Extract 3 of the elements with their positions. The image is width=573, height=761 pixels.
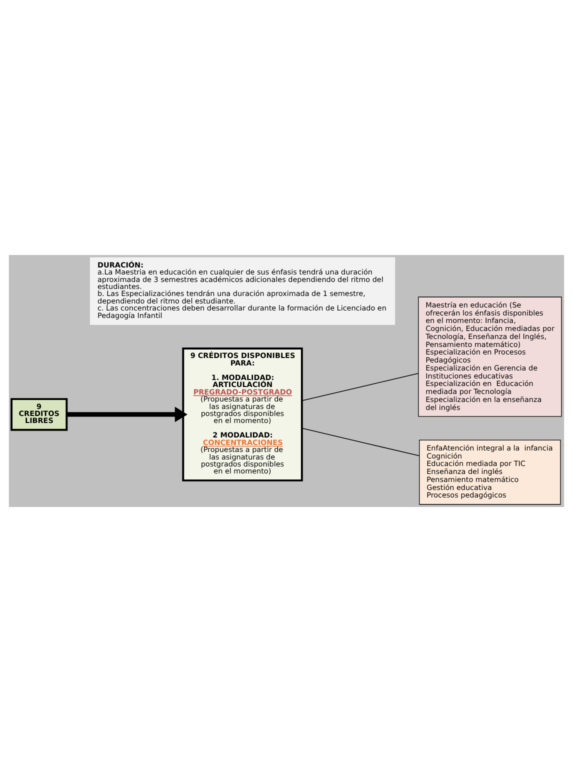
connector [302,427,420,456]
connector [302,372,419,401]
arrow [66,406,188,422]
